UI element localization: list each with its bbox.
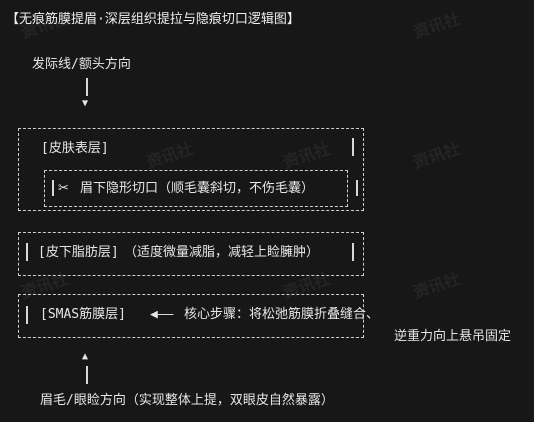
subcutaneous-layer-box	[18, 232, 364, 276]
bottom-direction-label: 眉毛/眼睑方向（实现整体上提，双眼皮自然暴露）	[40, 393, 334, 408]
scissors-icon: ✂	[58, 181, 69, 196]
watermark: 资讯社	[410, 138, 463, 172]
top-direction-label: 发际线/额头方向	[32, 57, 131, 72]
bottom-arrow-shaft	[86, 366, 88, 384]
incision-left-bar	[52, 180, 54, 196]
incision-label: 眉下隐形切口（顺毛囊斜切，不伤毛囊）	[80, 181, 315, 196]
incision-right-bar	[356, 180, 358, 196]
watermark: 资讯社	[410, 268, 463, 302]
skin-layer-box	[18, 128, 364, 211]
subcutaneous-layer-label: [皮下脂肪层]	[38, 245, 119, 260]
smas-layer-label: [SMAS筋膜层]	[40, 307, 126, 322]
smas-left-bar	[26, 306, 28, 324]
smas-step-line2: 逆重力向上悬吊固定	[394, 329, 512, 344]
smas-step-line1: 核心步骤：将松弛筋膜折叠缝合、	[184, 307, 380, 322]
left-arrow-icon: ◀——	[150, 307, 174, 322]
up-arrow-icon: ▲	[82, 351, 89, 362]
watermark: 资讯社	[410, 8, 463, 42]
top-arrow-shaft	[86, 78, 88, 96]
subcutaneous-left-bar	[26, 243, 28, 261]
smas-layer-box	[18, 294, 364, 338]
subcutaneous-layer-note: （适度微量减脂，减轻上睑臃肿）	[124, 245, 320, 260]
incision-box	[44, 170, 348, 207]
skin-layer-right-bar	[352, 138, 354, 156]
diagram-title: 【无痕筋膜提眉·深层组织提拉与隐痕切口逻辑图】	[6, 12, 300, 27]
subcutaneous-right-bar	[352, 243, 354, 261]
skin-layer-label: [皮肤表层]	[41, 141, 109, 156]
down-arrow-icon: ▼	[82, 98, 89, 109]
